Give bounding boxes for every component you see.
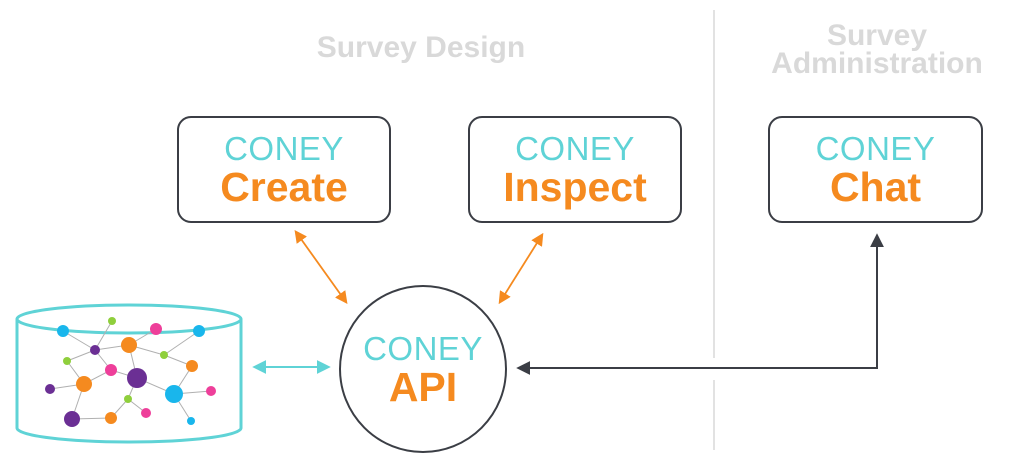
arrow-inspect-api	[498, 232, 544, 305]
api-name-label: API	[388, 364, 458, 410]
graph-database-icon	[15, 303, 243, 444]
chat-name-label: Chat	[829, 164, 922, 210]
section-title-administration: Survey Administration	[752, 19, 1002, 80]
section-title-administration-line2: Administration	[771, 47, 983, 80]
chat-brand-label: CONEY	[815, 130, 936, 167]
coney-chat-box: CONEY Chat	[768, 116, 983, 223]
api-brand-label: CONEY	[363, 330, 483, 367]
coney-api-circle: CONEY API	[339, 285, 507, 453]
section-title-design: Survey Design	[316, 31, 526, 64]
create-brand-label: CONEY	[224, 130, 344, 167]
inspect-name-label: Inspect	[503, 164, 647, 210]
inspect-brand-label: CONEY	[515, 130, 635, 167]
section-title-administration-line1: Survey	[826, 19, 928, 52]
arrow-create-api	[294, 229, 348, 305]
coney-inspect-box: CONEY Inspect	[468, 116, 682, 223]
coney-create-box: CONEY Create	[177, 116, 391, 223]
create-name-label: Create	[220, 164, 348, 210]
arrow-api-chat	[516, 233, 884, 375]
